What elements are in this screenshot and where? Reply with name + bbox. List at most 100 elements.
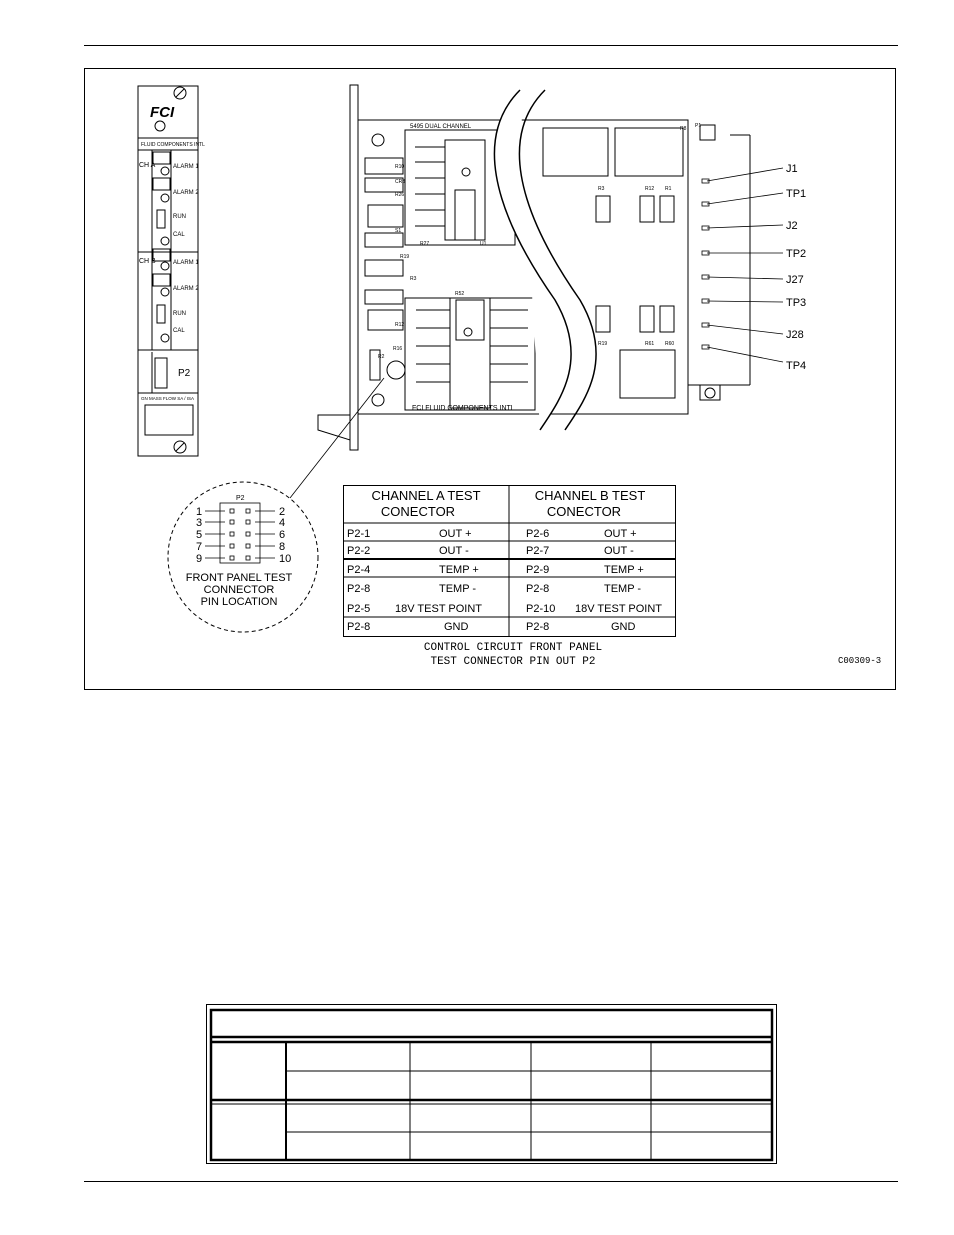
svg-text:R19: R19 — [598, 341, 607, 347]
panel-channel-b: CH B — [139, 258, 156, 265]
screw-icon — [173, 440, 187, 454]
svg-text:TEMP +: TEMP + — [604, 564, 644, 576]
svg-text:OUT +: OUT + — [604, 528, 637, 540]
panel-alarm1-a: ALARM 1 — [173, 164, 199, 170]
svg-text:TEMP -: TEMP - — [604, 583, 641, 595]
connector-zoom-circle — [167, 481, 319, 633]
svg-text:GND: GND — [611, 621, 636, 633]
bottom-rule — [84, 1181, 898, 1182]
blank-table — [206, 1004, 777, 1164]
circuit-board — [317, 84, 751, 451]
connector-pin-labels: 1 3 5 7 9 2 4 6 8 10 — [196, 506, 291, 565]
svg-text:OUT +: OUT + — [439, 528, 472, 540]
svg-text:P1: P1 — [695, 123, 701, 129]
panel-alarm2-b: ALARM 2 — [173, 286, 199, 292]
callout-labels: J1 TP1 J2 TP2 J27 TP3 J28 TP4 — [786, 163, 806, 372]
svg-text:TEMP +: TEMP + — [439, 564, 479, 576]
figure-caption: CONTROL CIRCUIT FRONT PANEL TEST CONNECT… — [343, 641, 683, 669]
svg-text:2: 2 — [279, 506, 285, 518]
caption-line-1: CONTROL CIRCUIT FRONT PANEL — [423, 642, 603, 654]
svg-text:R60: R60 — [665, 341, 674, 347]
svg-text:P2-10: P2-10 — [526, 603, 555, 615]
svg-text:CONNECTOR: CONNECTOR — [204, 584, 275, 596]
svg-text:R1: R1 — [665, 186, 672, 192]
svg-text:R61: R61 — [645, 341, 654, 347]
svg-text:R16: R16 — [393, 346, 402, 352]
svg-text:OUT -: OUT - — [439, 545, 469, 557]
svg-text:S1: S1 — [395, 228, 401, 234]
svg-text:TEMP -: TEMP - — [439, 583, 476, 595]
table-header-b: CHANNEL B TEST — [535, 488, 646, 503]
svg-text:7: 7 — [196, 541, 202, 553]
screw-icon — [704, 387, 716, 399]
callout-tp2: TP2 — [786, 248, 806, 260]
table-header-a-2: CONECTOR — [381, 504, 455, 519]
svg-text:OUT -: OUT - — [604, 545, 634, 557]
svg-text:PIN LOCATION: PIN LOCATION — [201, 596, 278, 608]
svg-text:GND: GND — [444, 621, 469, 633]
panel-bottom: GN MASS FLOW SA / ISA — [141, 396, 194, 401]
screw-icon — [173, 86, 187, 100]
svg-text:R52: R52 — [455, 291, 464, 297]
board-part-labels: R10 CR3 R26 S1 R27 U1 R3 R12 R1 R19 R3 R… — [378, 123, 701, 360]
panel-logo: FCI — [150, 104, 175, 121]
connector-caption: FRONT PANEL TEST CONNECTOR PIN LOCATION — [186, 572, 293, 608]
svg-text:1: 1 — [196, 506, 202, 518]
svg-text:P2-5: P2-5 — [347, 603, 370, 615]
svg-text:P2-8: P2-8 — [526, 583, 549, 595]
top-rule — [84, 45, 898, 46]
svg-text:5: 5 — [196, 529, 202, 541]
svg-text:P2-4: P2-4 — [347, 564, 370, 576]
connector-label: P2 — [236, 495, 245, 502]
caption-line-2: TEST CONNECTOR PIN OUT P2 — [430, 656, 596, 668]
callout-leaders — [701, 167, 784, 363]
svg-text:R3: R3 — [598, 186, 605, 192]
panel-cal-a: CAL — [173, 232, 185, 238]
svg-text:3: 3 — [196, 517, 202, 529]
svg-text:P2-1: P2-1 — [347, 528, 370, 540]
pin-table: CHANNEL A TEST CONECTOR CHANNEL B TEST C… — [343, 485, 676, 637]
svg-text:R26: R26 — [395, 192, 404, 198]
svg-text:10: 10 — [279, 553, 291, 565]
panel-run-b: RUN — [173, 311, 186, 317]
svg-text:U1: U1 — [480, 241, 487, 247]
svg-text:P2-8: P2-8 — [347, 583, 370, 595]
svg-text:6: 6 — [279, 529, 285, 541]
panel-channel-a: CH A — [139, 162, 156, 169]
panel-cal-b: CAL — [173, 328, 185, 334]
circuit-diagram: FCI FLUID COMPONENTS INTL CH A CH B ALAR… — [137, 84, 806, 633]
svg-text:R27: R27 — [420, 241, 429, 247]
board-title: 5495 DUAL CHANNEL — [410, 124, 472, 130]
callout-tp1: TP1 — [786, 188, 806, 200]
callout-j1: J1 — [786, 163, 798, 175]
table-header-b-2: CONECTOR — [547, 504, 621, 519]
svg-text:9: 9 — [196, 553, 202, 565]
svg-text:R12: R12 — [645, 186, 654, 192]
svg-text:FRONT PANEL TEST: FRONT PANEL TEST — [186, 572, 293, 584]
figure-frame — [84, 68, 896, 690]
svg-text:18V TEST POINT: 18V TEST POINT — [575, 603, 662, 615]
panel-maker: FLUID COMPONENTS INTL — [141, 142, 205, 148]
svg-text:R19: R19 — [400, 254, 409, 260]
callout-j28: J28 — [786, 329, 804, 341]
panel-run-a: RUN — [173, 214, 186, 220]
svg-text:18V TEST POINT: 18V TEST POINT — [395, 603, 482, 615]
svg-text:P2-7: P2-7 — [526, 545, 549, 557]
callout-tp3: TP3 — [786, 297, 806, 309]
svg-text:R10: R10 — [395, 164, 404, 170]
pin-table-rows: P2-1 OUT + P2-6 OUT + P2-2 OUT - P2-7 OU… — [347, 528, 662, 633]
zoom-leader — [289, 377, 385, 499]
svg-text:8: 8 — [279, 541, 285, 553]
svg-text:R2: R2 — [378, 354, 385, 360]
svg-text:P2-2: P2-2 — [347, 545, 370, 557]
svg-text:P2-8: P2-8 — [526, 621, 549, 633]
svg-text:P2-6: P2-6 — [526, 528, 549, 540]
front-panel — [137, 85, 199, 457]
panel-alarm1-b: ALARM 1 — [173, 260, 199, 266]
callout-tp4: TP4 — [786, 360, 806, 372]
svg-text:4: 4 — [279, 517, 285, 529]
svg-text:R8: R8 — [680, 126, 687, 132]
board-maker: FCI FLUID COMPONENTS INTL — [412, 405, 515, 412]
panel-p2: P2 — [178, 368, 191, 379]
figure-code: C00309-3 — [838, 656, 882, 666]
